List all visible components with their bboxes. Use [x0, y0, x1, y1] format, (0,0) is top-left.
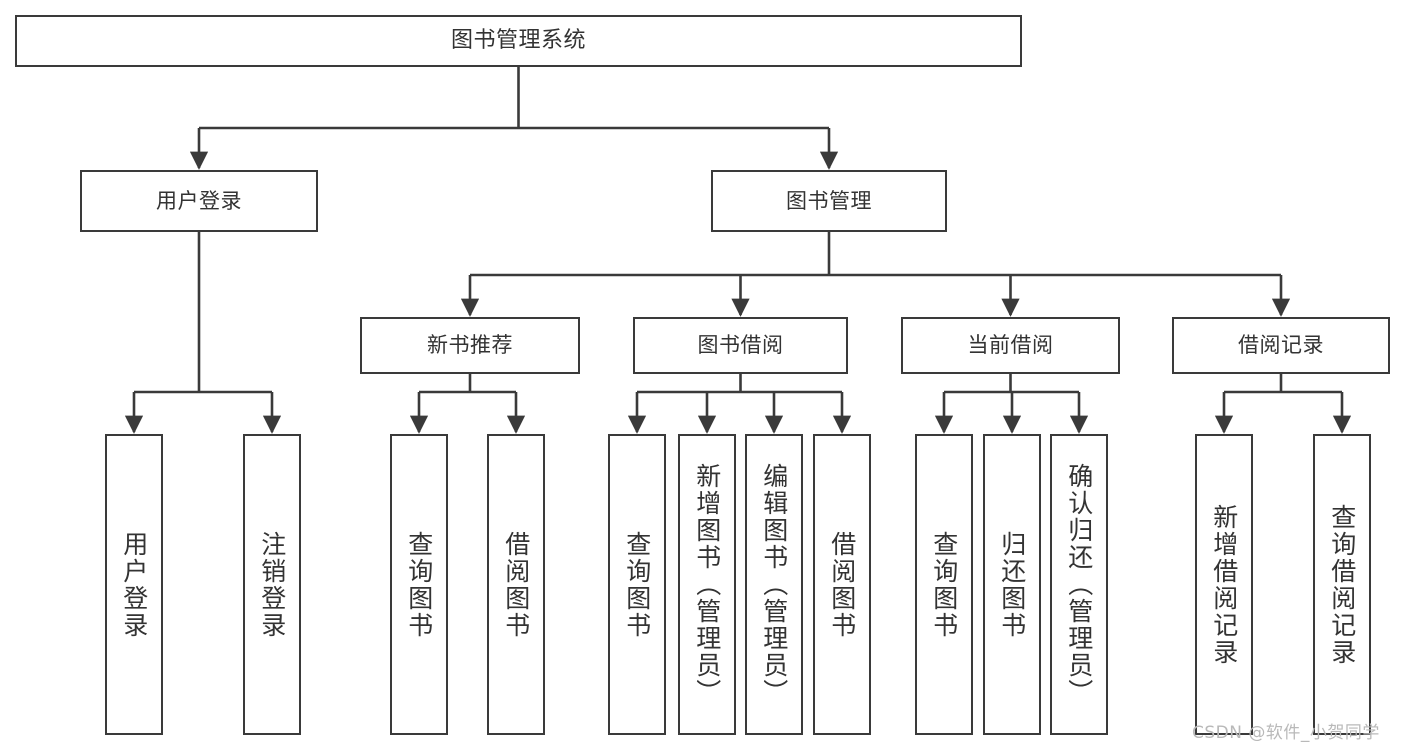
leaf-logout[interactable]: 注销登录 — [243, 434, 301, 735]
node-label: 查询图书 — [622, 530, 652, 639]
node-book-manage[interactable]: 图书管理 — [711, 170, 947, 232]
node-label: 借阅记录 — [1238, 333, 1324, 358]
leaf-query-borrow-record[interactable]: 查询借阅记录 — [1313, 434, 1371, 735]
node-label: 图书管理系统 — [450, 28, 586, 54]
leaf-user-login[interactable]: 用户登录 — [105, 434, 163, 735]
leaf-query-book-current[interactable]: 查询图书 — [915, 434, 973, 735]
node-label: 新增图书（管理员） — [692, 463, 722, 706]
node-label: 图书借阅 — [697, 333, 784, 358]
node-label: 归还图书 — [997, 530, 1027, 639]
leaf-borrow-book-recommend[interactable]: 借阅图书 — [487, 434, 545, 735]
node-label: 当前借阅 — [967, 333, 1054, 358]
leaf-query-book[interactable]: 查询图书 — [608, 434, 666, 735]
leaf-query-book-recommend[interactable]: 查询图书 — [390, 434, 448, 735]
node-label: 查询图书 — [404, 530, 434, 639]
node-label: 图书管理 — [786, 188, 872, 213]
leaf-add-book-admin[interactable]: 新增图书（管理员） — [678, 434, 736, 735]
node-label: 注销登录 — [257, 530, 287, 639]
node-borrow-record[interactable]: 借阅记录 — [1172, 317, 1390, 374]
leaf-add-borrow-record[interactable]: 新增借阅记录 — [1195, 434, 1253, 735]
watermark: CSDN @软件_小贺同学 — [1192, 723, 1380, 743]
node-current-borrow[interactable]: 当前借阅 — [901, 317, 1120, 374]
node-label: 借阅图书 — [827, 530, 857, 639]
node-new-book-recommend[interactable]: 新书推荐 — [360, 317, 580, 374]
leaf-return-book[interactable]: 归还图书 — [983, 434, 1041, 735]
leaf-borrow-book[interactable]: 借阅图书 — [813, 434, 871, 735]
node-book-borrow[interactable]: 图书借阅 — [633, 317, 848, 374]
node-label: 查询借阅记录 — [1327, 503, 1357, 666]
node-label: 编辑图书（管理员） — [759, 463, 789, 706]
node-root[interactable]: 图书管理系统 — [15, 15, 1022, 67]
node-label: 新书推荐 — [427, 333, 513, 358]
node-label: 确认归还（管理员） — [1064, 463, 1094, 706]
node-label: 查询图书 — [929, 530, 959, 639]
node-label: 用户登录 — [119, 530, 149, 639]
leaf-confirm-return-admin[interactable]: 确认归还（管理员） — [1050, 434, 1108, 735]
node-label: 借阅图书 — [501, 530, 531, 639]
node-user-login[interactable]: 用户登录 — [80, 170, 318, 232]
node-label: 新增借阅记录 — [1209, 503, 1239, 666]
leaf-edit-book-admin[interactable]: 编辑图书（管理员） — [745, 434, 803, 735]
node-label: 用户登录 — [156, 188, 242, 213]
